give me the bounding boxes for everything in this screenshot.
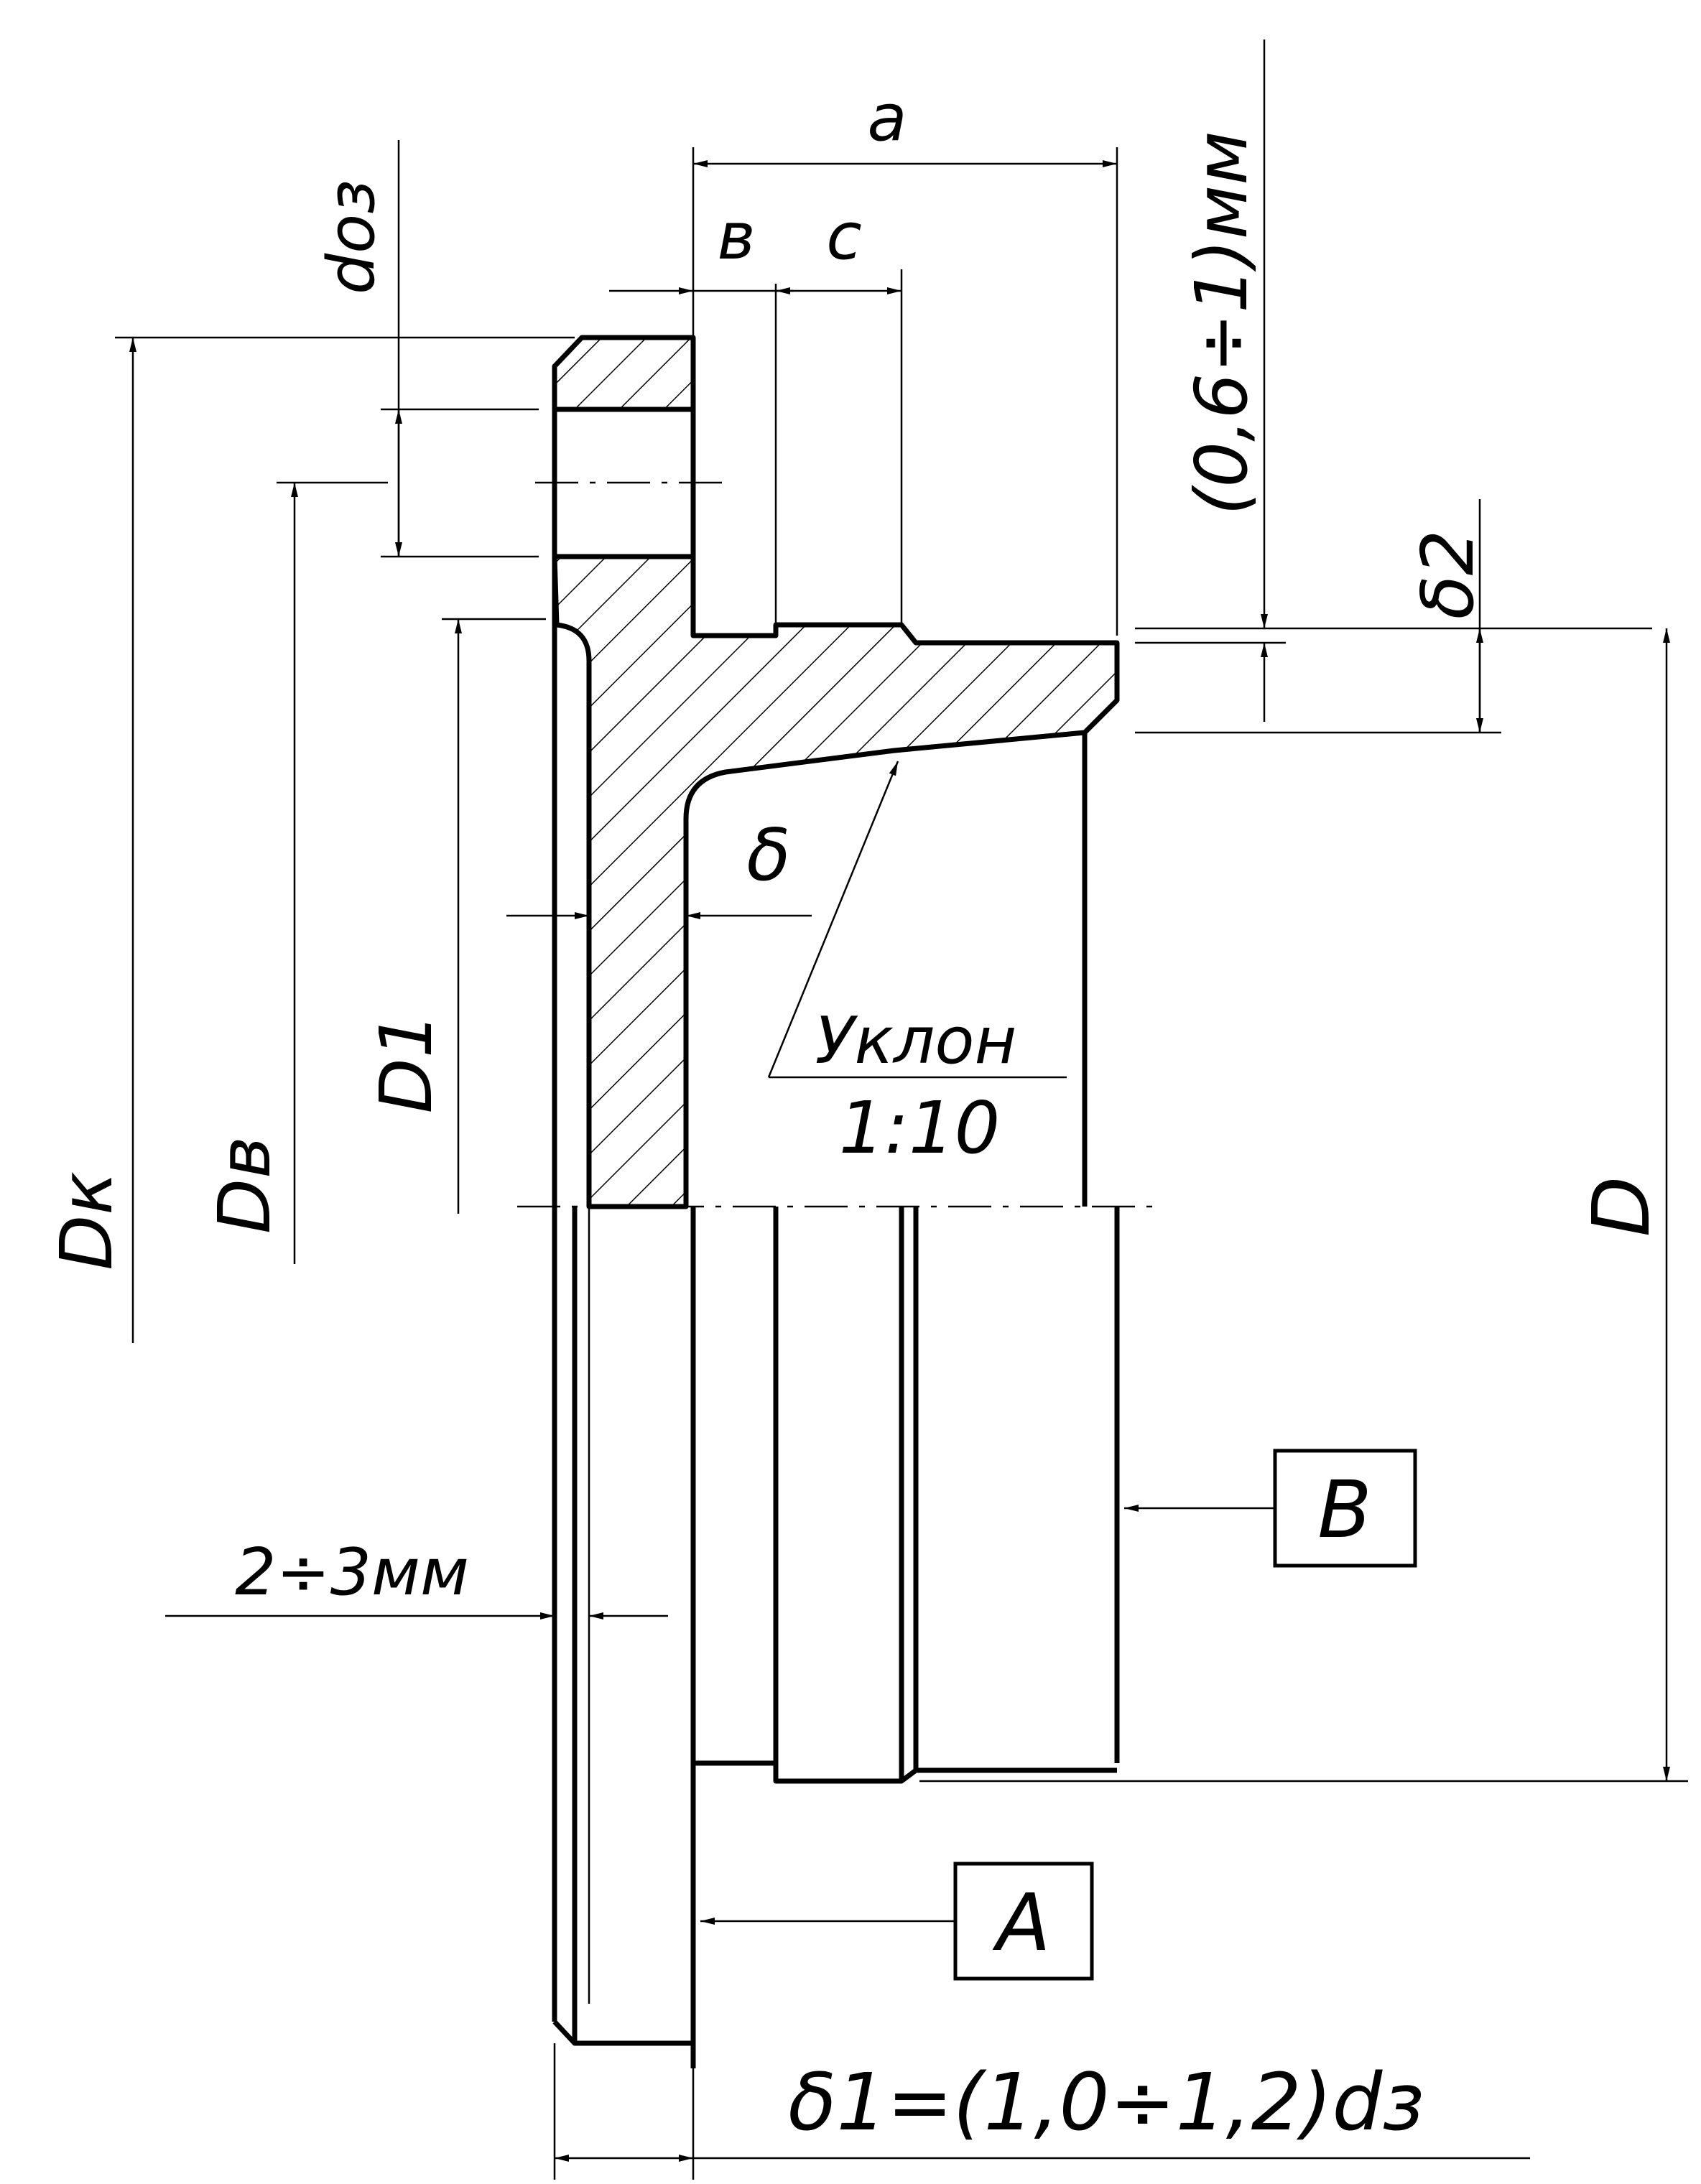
lower-view xyxy=(552,1207,1120,2068)
dim-Dk-label: Dк xyxy=(45,1171,129,1270)
body-section xyxy=(552,554,1120,1209)
view-A-label: A xyxy=(992,1877,1050,1969)
view-A-box xyxy=(953,1862,1094,1981)
dim-delta2-label: δ2 xyxy=(1406,530,1490,620)
upper-section xyxy=(535,335,1120,2022)
dim-c-label: с xyxy=(826,199,861,274)
dim-Dv-label: Dв xyxy=(203,1136,287,1234)
dim-a-label: a xyxy=(867,80,907,156)
dim-delta1-label: δ1=(1,0÷1,2)dз xyxy=(788,2056,1424,2148)
dim-doz-label: dоз xyxy=(314,180,389,294)
view-markers: B A xyxy=(700,1449,1417,1981)
dim-23-label: 2÷3мм xyxy=(235,1535,469,1610)
dim-gap-label: (0,6÷1)мм xyxy=(1179,131,1264,515)
flange-top-section xyxy=(552,335,696,412)
view-B-box xyxy=(1273,1449,1417,1568)
dim-D-label: D xyxy=(1575,1176,1667,1237)
dim-delta-label: δ xyxy=(746,813,790,897)
slope-word: Уклон xyxy=(815,1003,1017,1079)
body-bottom-edge xyxy=(693,1760,1117,1784)
dimensions: a в с dоз Dк Dв D1 D δ xyxy=(45,40,1688,2180)
slope-leader xyxy=(767,761,899,1078)
dim-b-label: в xyxy=(717,199,755,274)
view-B-label: B xyxy=(1317,1464,1371,1556)
dim-D1-label: D1 xyxy=(364,1013,448,1114)
slope-ratio: 1:10 xyxy=(839,1086,1001,1170)
